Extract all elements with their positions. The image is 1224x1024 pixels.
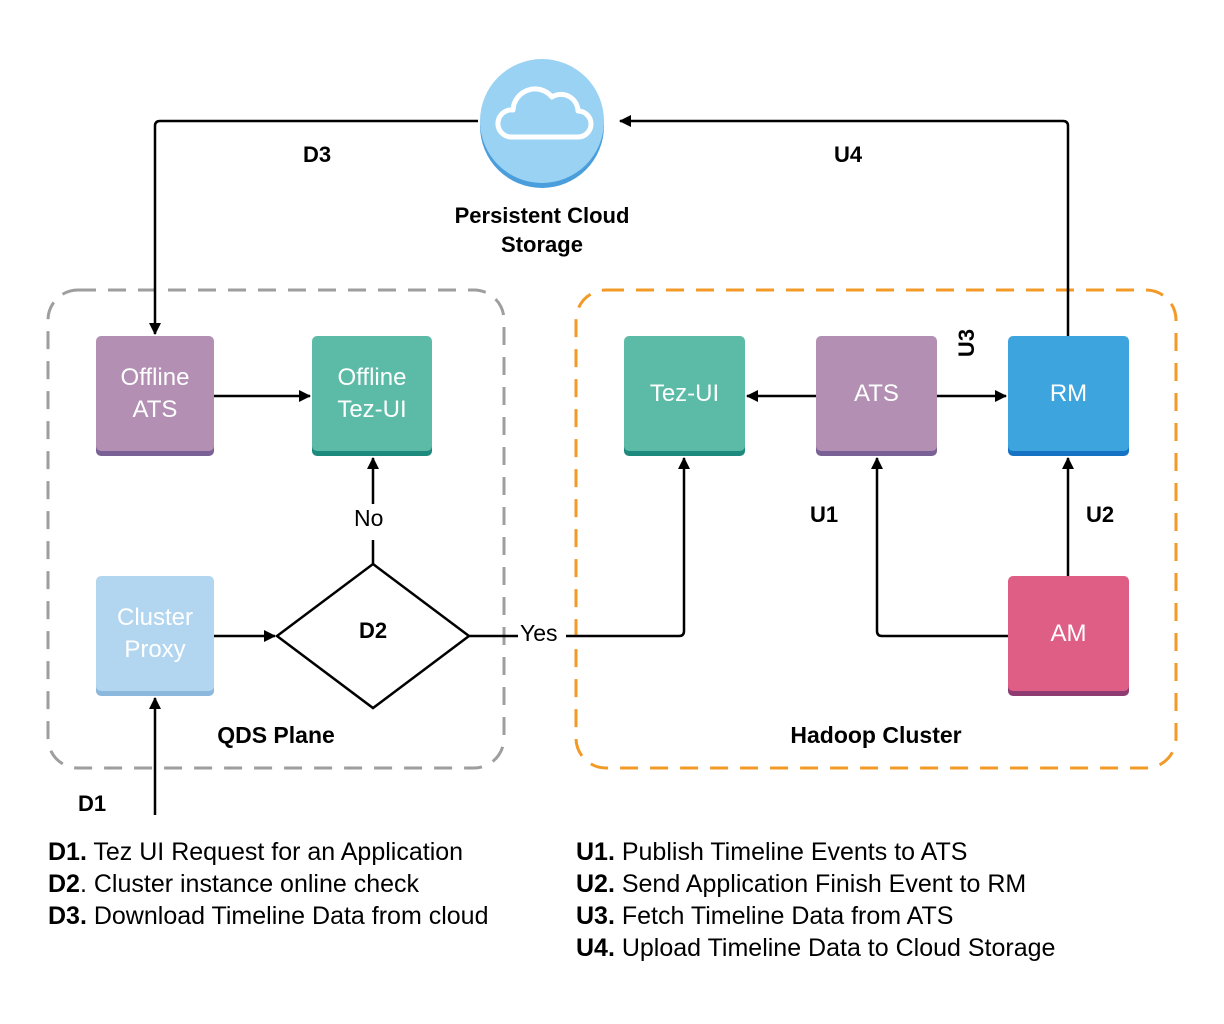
legend-item: U4. Upload Timeline Data to Cloud Storag… [576,934,1056,962]
offline-ats-node [96,336,214,456]
rm-node [1008,336,1129,456]
edge-label-u3: U3 [954,328,980,358]
offline-tezui-node [312,336,432,456]
legend-item: D1. Tez UI Request for an Application [48,838,464,866]
ats-node [816,336,937,456]
cloud-icon [495,86,594,140]
hadoop-cluster-group [574,288,1178,770]
edge-label-yes: Yes [520,620,558,646]
edge-d3 [149,119,478,335]
edge-label-no: No [354,505,384,531]
offline-tezui-label: Offline Tez-UI [337,363,407,423]
edge-label-u4: U4 [834,142,863,167]
decision-diamond [274,562,472,710]
hadoop-cluster-label: Hadoop Cluster [790,722,962,748]
cloud-storage-label: Persistent Cloud Storage [454,203,630,257]
legend-item: U1. Publish Timeline Events to ATS [576,838,968,866]
edge-label-u2: U2 [1086,502,1115,527]
legend-right: U1. Publish Timeline Events to ATS U2. S… [576,836,1055,964]
am-label: AM [1050,619,1087,647]
edge-label-d1: D1 [78,791,107,816]
legend-item: D2. Cluster instance online check [48,870,420,898]
legend-left: D1. Tez UI Request for an Application D2… [48,836,488,932]
legend-item: U2. Send Application Finish Event to RM [576,870,1027,898]
rm-label: RM [1049,379,1088,407]
legend-item: U3. Fetch Timeline Data from ATS [576,902,954,930]
decision-label: D2 [358,618,388,643]
am-node [1008,576,1129,696]
edge-yes [469,458,684,638]
tezui-node [624,336,745,456]
cloud-storage-node [480,59,604,188]
ats-label: ATS [854,379,899,407]
edge-u4 [619,115,1070,336]
edge-u1 [871,457,1008,638]
cluster-proxy-node [96,576,214,696]
legend-item: D3. Download Timeline Data from cloud [48,902,489,930]
edge-label-u1: U1 [810,502,839,527]
qds-plane-label: QDS Plane [217,722,335,748]
edge-label-d3: D3 [303,142,332,167]
qds-plane-group [46,288,506,770]
offline-ats-label: Offline ATS [120,363,190,423]
tezui-label: Tez-UI [649,379,720,407]
cluster-proxy-label: Cluster Proxy [116,603,194,663]
